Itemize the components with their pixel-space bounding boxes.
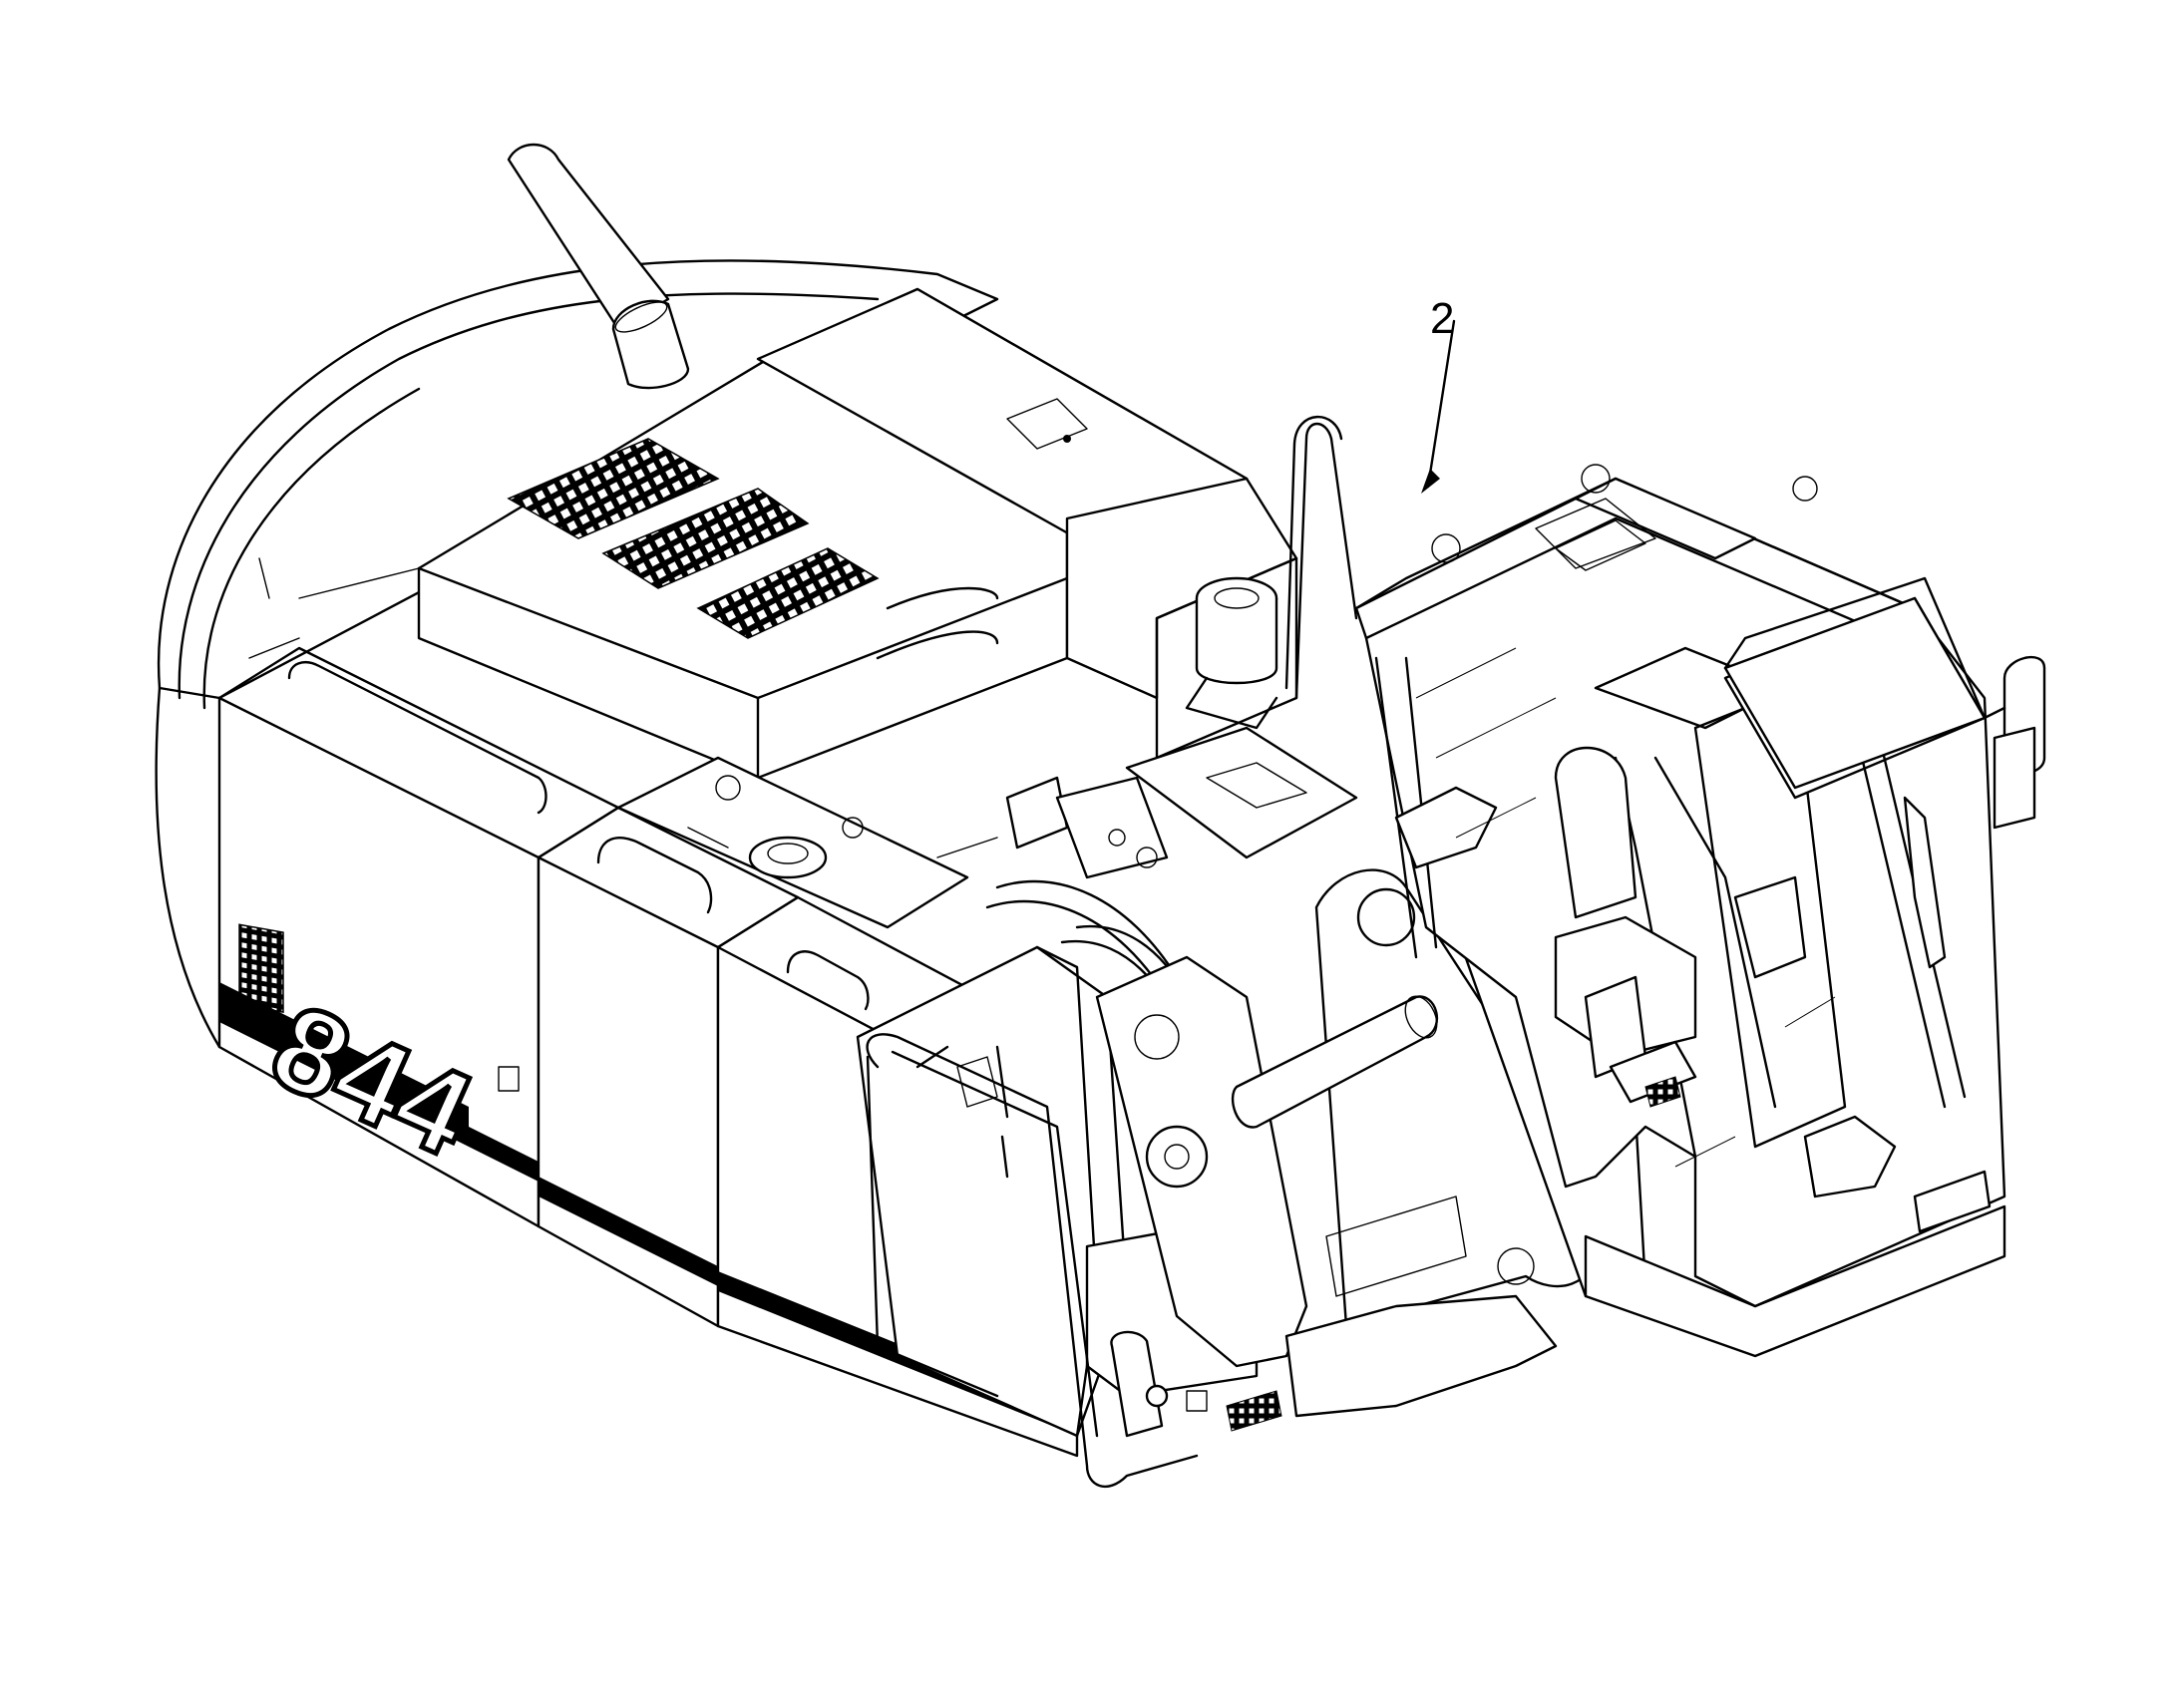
valve-and-hoses xyxy=(936,776,1219,1094)
hood-grille-2 xyxy=(601,488,810,589)
left-side-body-panel: 844 xyxy=(155,646,620,1228)
hood-grille-1 xyxy=(507,438,720,539)
callout-number-2: 2 xyxy=(1430,294,1455,343)
deck-platform xyxy=(1125,726,1358,859)
air-filter xyxy=(1185,576,1278,730)
boom-foot-bracket xyxy=(1095,868,1598,1418)
side-mirror xyxy=(1983,655,2046,830)
front-handrail xyxy=(866,1033,1199,1488)
boom-pivot xyxy=(1145,1125,1209,1189)
middle-side-panel xyxy=(537,806,800,1328)
rear-handrail xyxy=(1284,415,1358,700)
tank-top xyxy=(616,756,969,929)
engine-hood xyxy=(248,287,1249,815)
hood-grille-3 xyxy=(696,547,880,639)
fuel-cap xyxy=(748,836,828,879)
work-light xyxy=(1110,1330,1282,1438)
cab-visor xyxy=(1723,576,1987,790)
callout-leader xyxy=(1421,319,1456,494)
exhaust-stack xyxy=(507,143,690,390)
front-vent xyxy=(1226,1390,1282,1432)
